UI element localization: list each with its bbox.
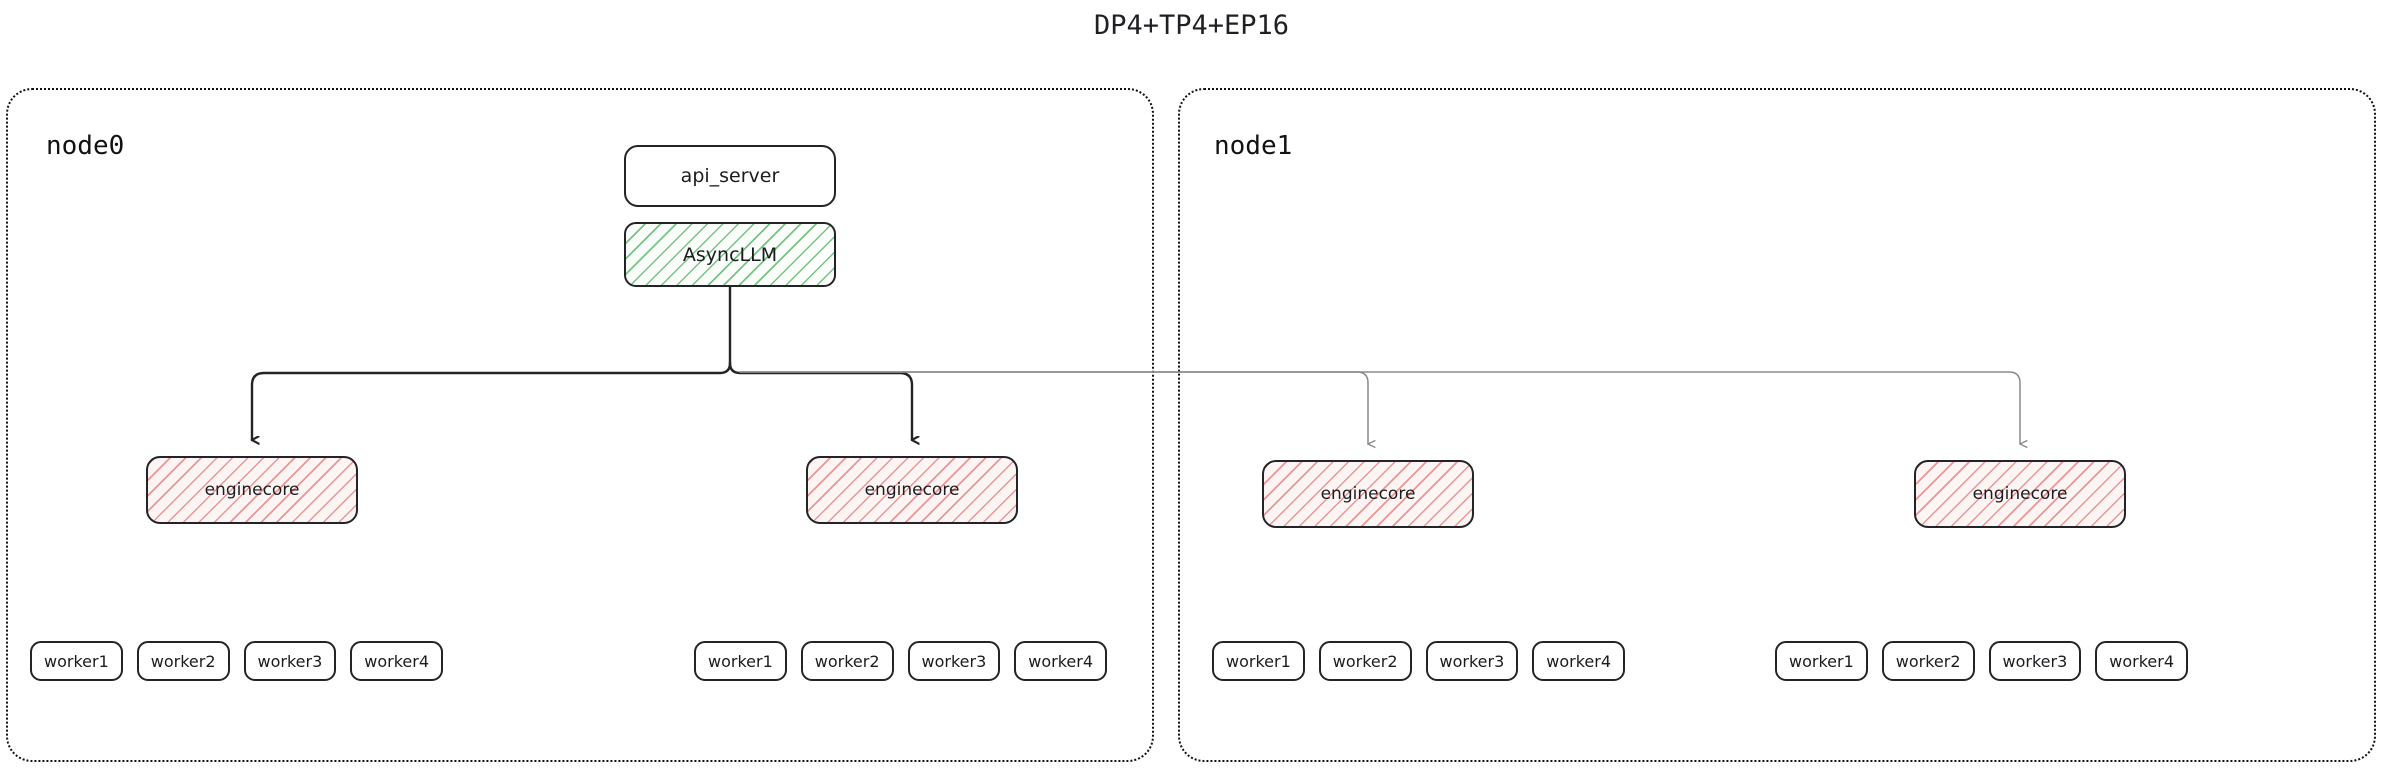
diagram-title: DP4+TP4+EP16 bbox=[1093, 10, 1290, 41]
worker-box[interactable]: worker3 bbox=[907, 641, 1001, 681]
worker-box[interactable]: worker1 bbox=[1212, 641, 1305, 681]
worker-label: worker3 bbox=[257, 651, 323, 671]
enginecore-label: enginecore bbox=[1972, 484, 2068, 504]
worker-label: worker4 bbox=[2109, 651, 2174, 671]
worker-box[interactable]: worker2 bbox=[800, 641, 894, 681]
enginecore-label: enginecore bbox=[864, 480, 960, 500]
worker-box[interactable]: worker2 bbox=[1318, 641, 1412, 681]
worker-box[interactable]: worker4 bbox=[1014, 641, 1107, 681]
worker-label: worker2 bbox=[1332, 651, 1398, 671]
worker-label: worker4 bbox=[1028, 651, 1093, 671]
enginecore-label: enginecore bbox=[1320, 484, 1416, 504]
worker-label: worker2 bbox=[1895, 651, 1961, 671]
worker-box[interactable]: worker3 bbox=[1425, 641, 1519, 681]
asyncllm-box[interactable]: AsyncLLM bbox=[624, 222, 836, 287]
worker-box[interactable]: worker2 bbox=[1881, 641, 1975, 681]
worker-label: worker4 bbox=[364, 651, 429, 671]
worker-box[interactable]: worker1 bbox=[694, 641, 787, 681]
worker-box[interactable]: worker4 bbox=[350, 641, 443, 681]
worker-label: worker1 bbox=[1789, 651, 1854, 671]
enginecore-box-node1-1[interactable]: enginecore bbox=[1914, 460, 2126, 528]
worker-label: worker2 bbox=[814, 651, 880, 671]
worker-box[interactable]: worker4 bbox=[2095, 641, 2188, 681]
asyncllm-label: AsyncLLM bbox=[682, 243, 778, 266]
worker-box[interactable]: worker3 bbox=[1988, 641, 2082, 681]
worker-label: worker1 bbox=[44, 651, 109, 671]
enginecore-label: enginecore bbox=[204, 480, 300, 500]
worker-label: worker2 bbox=[150, 651, 216, 671]
worker-box[interactable]: worker2 bbox=[136, 641, 230, 681]
enginecore-box-node1-0[interactable]: enginecore bbox=[1262, 460, 1474, 528]
enginecore-box-node0-0[interactable]: enginecore bbox=[146, 456, 358, 524]
worker-label: worker1 bbox=[708, 651, 773, 671]
node-label-node0: node0 bbox=[46, 131, 125, 161]
worker-label: worker3 bbox=[1439, 651, 1505, 671]
worker-box[interactable]: worker3 bbox=[243, 641, 337, 681]
worker-label: worker3 bbox=[921, 651, 987, 671]
enginecore-box-node0-1[interactable]: enginecore bbox=[806, 456, 1018, 524]
api-server-label: api_server bbox=[680, 165, 780, 187]
worker-box[interactable]: worker4 bbox=[1532, 641, 1625, 681]
worker-label: worker4 bbox=[1546, 651, 1611, 671]
worker-box[interactable]: worker1 bbox=[1775, 641, 1868, 681]
worker-label: worker1 bbox=[1226, 651, 1291, 671]
worker-label: worker3 bbox=[2002, 651, 2068, 671]
api-server-box[interactable]: api_server bbox=[624, 145, 836, 207]
worker-box[interactable]: worker1 bbox=[30, 641, 123, 681]
node-label-node1: node1 bbox=[1214, 131, 1293, 161]
